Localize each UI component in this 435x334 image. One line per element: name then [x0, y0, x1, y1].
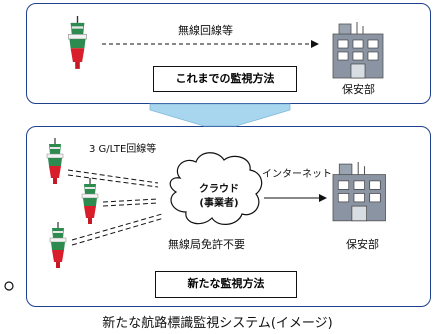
new-buoy-icon-3 [49, 221, 67, 269]
buoy-to-cloud-links [67, 169, 165, 246]
mobile-link-label: 3 G/LTE回線等 [89, 144, 157, 155]
current-office-building-icon [332, 21, 384, 79]
new-method-label: 新たな監視方法 [155, 271, 297, 298]
internet-label: インターネット [262, 169, 332, 180]
cloud-label-line1: クラウド [199, 184, 239, 195]
ring-mark [4, 281, 14, 291]
figure-caption: 新たな航路標識監視システム(イメージ) [102, 316, 333, 331]
cloud-icon [169, 152, 263, 225]
license-free-label: 無線局免許不要 [168, 238, 245, 251]
new-office-label: 保安部 [346, 238, 379, 251]
current-buoy-icon [67, 15, 88, 70]
transition-arrow [149, 103, 291, 127]
new-office-building-icon [332, 161, 387, 222]
cloud-label-line2: (事業者) [199, 198, 239, 209]
current-method-label: これまでの監視方法 [153, 66, 297, 92]
current-office-label: 保安部 [342, 83, 375, 96]
current-link-label: 無線回線等 [178, 24, 233, 37]
new-buoy-icon-1 [46, 137, 64, 185]
new-buoy-icon-2 [81, 177, 99, 225]
